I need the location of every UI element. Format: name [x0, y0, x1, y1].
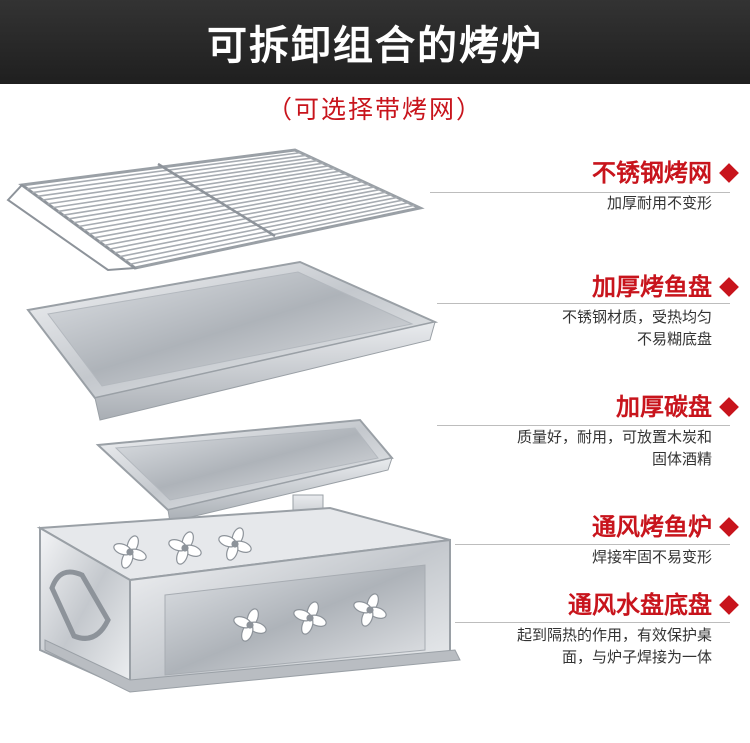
diamond-icon	[719, 595, 739, 615]
diamond-icon	[719, 517, 739, 537]
component-label-water-base: 通风水盘底盘 起到隔热的作用，有效保护桌 面，与炉子焊接为一体	[516, 590, 739, 668]
component-label-charcoal-tray: 加厚碳盘 质量好，耐用，可放置木炭和 固体酒精	[516, 392, 739, 470]
grill-net	[6, 148, 425, 272]
component-label-grill-net: 不锈钢烤网 加厚耐用不变形	[592, 158, 739, 214]
leader-line-5	[455, 622, 730, 623]
leader-line-1	[430, 192, 730, 193]
component-label-fish-tray: 加厚烤鱼盘 不锈钢材质，受热均匀 不易糊底盘	[561, 272, 739, 350]
component-title: 通风烤鱼炉	[592, 513, 712, 541]
component-title: 加厚烤鱼盘	[592, 273, 712, 301]
component-desc: 面，与炉子焊接为一体	[561, 648, 712, 666]
component-desc: 固体酒精	[651, 450, 712, 468]
page-title: 可拆卸组合的烤炉	[207, 23, 543, 69]
header-banner: 可拆卸组合的烤炉	[0, 0, 750, 84]
diamond-icon	[719, 277, 739, 297]
page-subtitle: （可选择带烤网）	[266, 95, 483, 124]
leader-line-2	[437, 303, 730, 304]
component-desc: 起到隔热的作用，有效保护桌	[516, 626, 712, 644]
component-desc: 不锈钢材质，受热均匀	[561, 308, 712, 326]
grill-illustration	[6, 148, 461, 693]
charcoal-tray	[95, 418, 394, 523]
component-title: 不锈钢烤网	[592, 159, 712, 187]
component-desc: 不易糊底盘	[636, 330, 712, 348]
component-desc: 焊接牢固不易变形	[591, 548, 712, 566]
diamond-icon	[719, 397, 739, 417]
component-title: 通风水盘底盘	[568, 591, 712, 619]
component-desc: 加厚耐用不变形	[606, 194, 712, 212]
diamond-icon	[719, 163, 739, 183]
fish-tray	[26, 260, 439, 421]
component-title: 加厚碳盘	[616, 393, 712, 421]
component-desc: 质量好，耐用，可放置木炭和	[516, 428, 712, 446]
leader-line-3	[437, 425, 730, 426]
leader-line-4	[455, 544, 730, 545]
stove-body	[36, 494, 461, 693]
component-label-stove: 通风烤鱼炉 焊接牢固不易变形	[591, 512, 739, 568]
